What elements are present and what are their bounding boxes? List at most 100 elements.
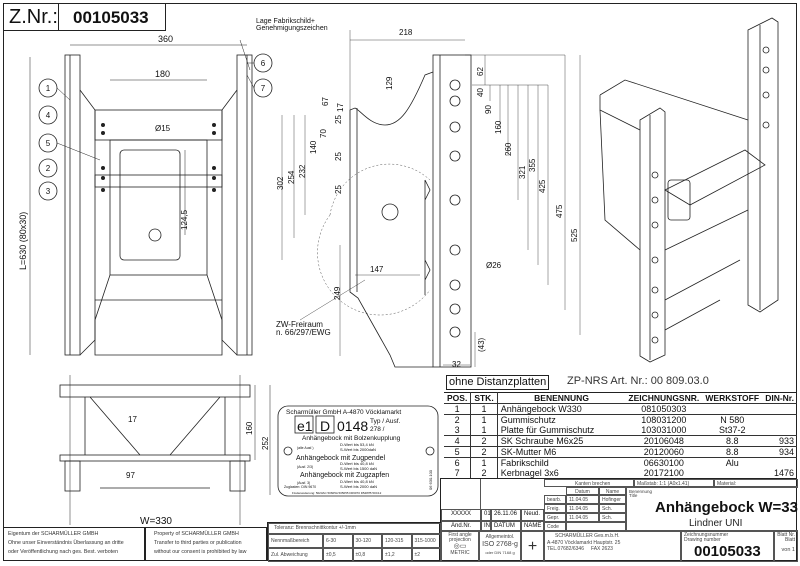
plate-side-code: 06 630.100 — [428, 469, 433, 490]
general-tolerance-box: Allgemeintol. ISO 2768-g oder DIN 7168 g — [479, 531, 521, 562]
gen-tol-label: Allgemeintol. — [485, 534, 515, 540]
rev-date: 26.11.06 — [491, 509, 521, 521]
plate-line-3-sub: (Ausf. 3) — [297, 481, 310, 485]
cell-werkstoff — [702, 468, 763, 479]
sign-name: Sch. — [599, 513, 626, 522]
drawing-number-header: Z.Nr.: 00105033 — [3, 3, 166, 31]
cell-pos: 7 — [444, 468, 471, 479]
dim-25c: 25 — [334, 185, 343, 194]
sheet-label-2: Blatt — [784, 537, 795, 543]
plate-country: D — [320, 418, 330, 434]
cell-din — [762, 415, 797, 426]
cell-benennung: Anhängebock W330 — [496, 403, 626, 415]
dim-180: 180 — [155, 69, 170, 79]
plate-type-label: Typ / Ausf. — [370, 418, 401, 425]
benennung-label: Benennung — [629, 489, 653, 494]
plate-mark: e1 — [297, 418, 313, 434]
callout-4: 4 — [46, 111, 51, 120]
dim-321: 321 — [518, 165, 527, 179]
company-box: SCHARMÜLLER Ges.m.b.H. A-4870 Vöcklamark… — [544, 531, 681, 562]
material: Material: — [714, 479, 798, 487]
dim-43: (43) — [477, 337, 486, 352]
cell-werkstoff: 8.8 — [702, 435, 763, 447]
plate-line-2: Anhängebock mit Zugpendel — [296, 455, 386, 462]
sign-date: 11.04.05 — [566, 495, 599, 504]
dim-62: 62 — [476, 67, 485, 76]
drawing-title: Anhängebock W=330 — [655, 499, 798, 516]
dim-249: 249 — [333, 286, 342, 300]
sign-label: Gepr. — [544, 513, 566, 522]
name-header: Name — [599, 487, 626, 495]
ownership-en-3: without our consent is prohibited by law — [154, 549, 247, 555]
massstab: Maßstab: 1:1 (A0x1.41) — [634, 479, 714, 487]
dim-70: 70 — [319, 129, 328, 138]
bottom-view — [59, 375, 271, 525]
cell-benennung: Gummischutz — [496, 414, 626, 425]
tol-range: 6-30 — [323, 534, 353, 548]
callout-3: 3 — [46, 187, 51, 196]
cell-werkstoff: Alu — [725, 458, 739, 468]
plate-line-3-v1: D-Wert bis 40,8 kN — [340, 479, 374, 484]
cell-zeichnungsnr: 20106048 — [625, 435, 703, 447]
cell-benennung: SK Schraube M6x25 — [496, 435, 626, 447]
company-tel: TEL.07682/6346 — [547, 546, 584, 552]
dim-160: 160 — [245, 421, 254, 435]
cell-din — [762, 403, 797, 415]
cell-stk: 1 — [470, 425, 498, 436]
rev-name: Neud. — [521, 509, 544, 521]
col-zeichnungsnr: ZEICHNUNGSNR. — [625, 392, 703, 404]
ownership-en-1: Property of SCHARMÜLLER GMBH — [154, 531, 239, 537]
art-nr-label: ZP-NRS Art. Nr.: 00 809.03.0 — [567, 375, 709, 387]
callout-1: 1 — [46, 84, 51, 93]
company-name: SCHARMÜLLER Ges.m.b.H. — [555, 533, 620, 539]
cell-zeichnungsnr: 108031200 — [641, 415, 687, 425]
cell-stk: 2 — [470, 468, 498, 479]
tol-range: 120-315 — [382, 534, 412, 548]
dim-17: 17 — [336, 103, 345, 112]
rev-ind-header: IND — [481, 521, 491, 531]
cell-benennung: SK-Mutter M6 — [496, 446, 626, 458]
tol-range: 30-120 — [352, 534, 382, 548]
cell-benennung: Fabrikschild — [496, 457, 626, 468]
cell-stk: 2 — [470, 446, 498, 458]
ownership-de: Eigentum der SCHARMÜLLER GMBH Ohne unser… — [3, 527, 145, 561]
rev-nr-header: Änd.Nr. — [441, 521, 481, 531]
tol-dev: ±0,5 — [323, 548, 353, 562]
side-view — [281, 30, 581, 368]
dim-252: 252 — [261, 436, 270, 450]
cell-zeichnungsnr: 06630100 — [643, 458, 684, 468]
plate-number: 0148 — [337, 418, 368, 434]
cell-benennung: Kerbnagel 3x6 — [496, 468, 626, 479]
datum-header: Datum — [566, 487, 599, 495]
sheet-box: Blatt Nr. Blatt von 1 — [774, 531, 798, 562]
kanten-brechen: Kanten brechen — [544, 479, 634, 487]
sign-name: Sch. — [599, 504, 626, 513]
code-value — [566, 522, 626, 531]
sheet-value: von 1 — [781, 547, 795, 553]
cell-werkstoff: N 580 — [720, 415, 745, 425]
company-contact: TEL.07682/6346 FAX 2623 — [547, 546, 678, 553]
drawing-number: 00105033 — [694, 543, 761, 560]
projection-label: First angle projection — [448, 532, 472, 543]
company-address: A-4870 Vöcklamarkt Hauptstr. 25 — [547, 539, 621, 546]
header-divider — [58, 3, 59, 31]
company-fax: FAX 2623 — [590, 546, 613, 552]
cell-din — [762, 458, 797, 469]
drawing-number-box: Zeichnungsnummer Drawing number 00105033 — [681, 531, 774, 562]
metric-label: METRIC — [450, 550, 470, 556]
col-benennung: BENENNUNG — [496, 392, 626, 404]
cell-werkstoff — [702, 403, 763, 415]
plate-line-1: Anhängebock mit Bolzenkupplung — [302, 435, 401, 442]
dim-40: 40 — [476, 88, 485, 97]
dim-254: 254 — [287, 170, 296, 184]
plate-company: Scharmüller GmbH A-4870 Vöcklamarkt — [286, 409, 401, 416]
dim-360: 360 — [158, 34, 173, 44]
cell-werkstoff: St37-2 — [702, 425, 763, 436]
cell-pos: 5 — [444, 446, 471, 458]
cell-pos: 1 — [444, 403, 471, 415]
sign-date: 11.04.05 — [566, 513, 599, 522]
sign-date: 11.04.05 — [566, 504, 599, 513]
